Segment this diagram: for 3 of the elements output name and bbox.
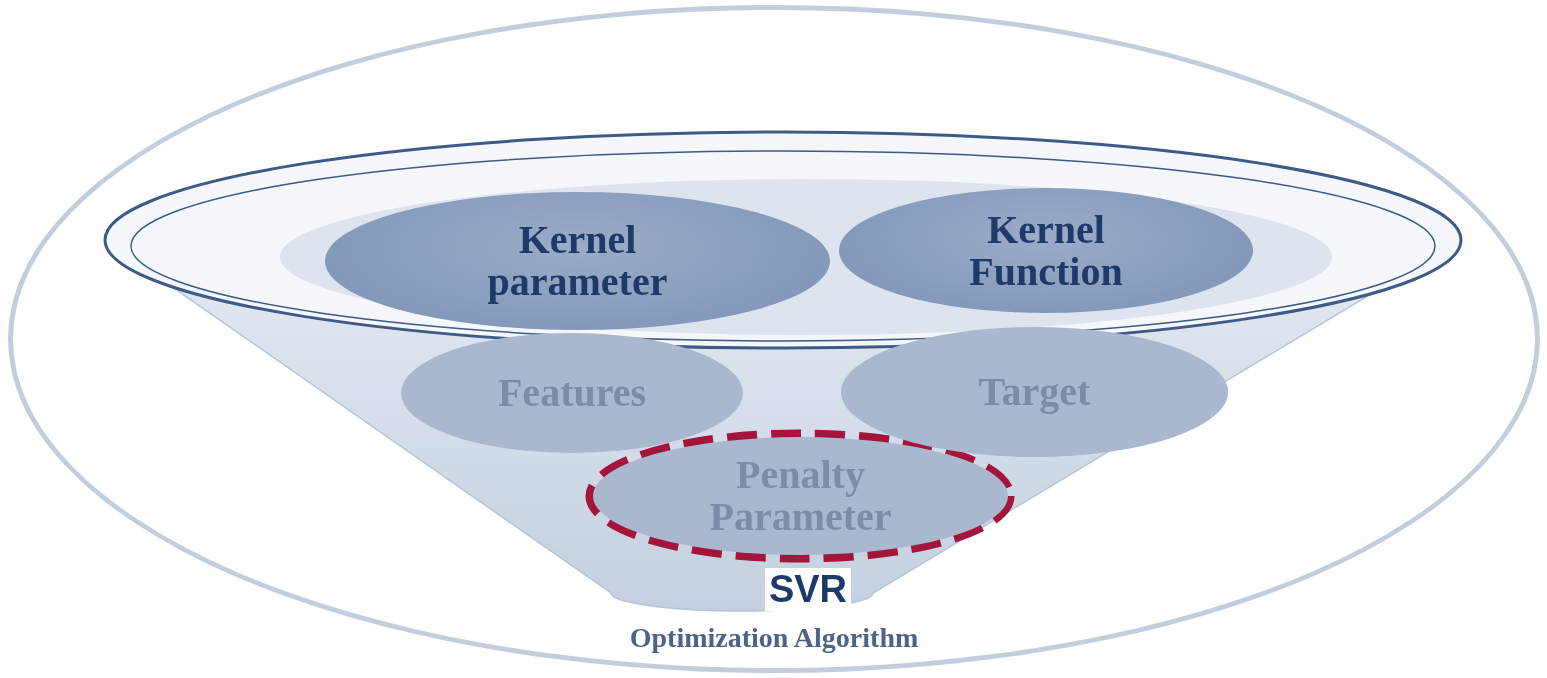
outer-ellipse bbox=[8, 5, 1540, 673]
funnel-label: SVR bbox=[764, 568, 852, 611]
ellipse-label: Optimization Algorithm bbox=[629, 622, 919, 654]
